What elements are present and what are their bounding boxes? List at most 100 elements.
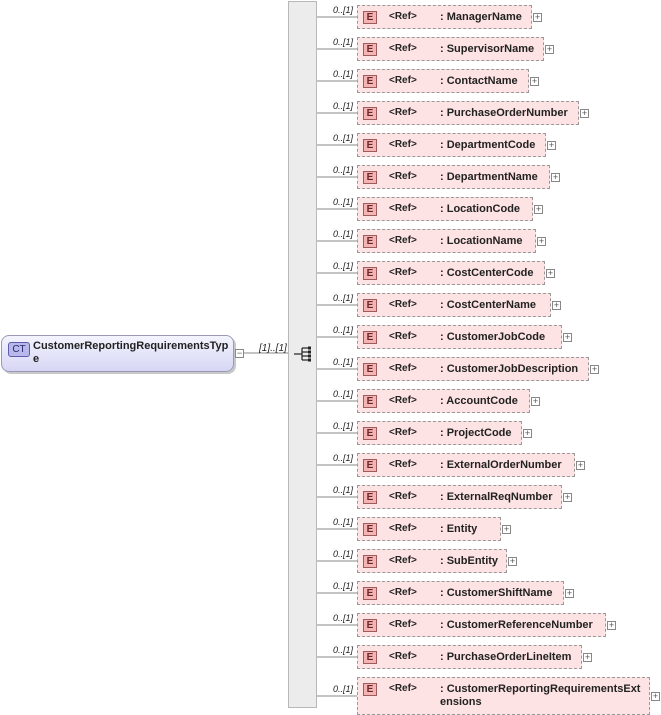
element-cardinality: 0..[1] [333,293,354,303]
element-ref-label: <Ref> [389,523,417,534]
element-cardinality: 0..[1] [333,684,354,694]
element-name: : CustomerShiftName [440,587,553,599]
element-name: : LocationCode [440,203,521,215]
element-name: : LocationName [440,235,523,247]
expand-icon[interactable]: + [590,364,599,374]
expand-icon[interactable]: + [551,172,560,182]
element-node[interactable]: E<Ref>: LocationCode [357,197,533,221]
element-node[interactable]: E<Ref>: AccountCode [357,389,530,413]
element-node[interactable]: E<Ref>: Entity [357,517,501,541]
element-name: : PurchaseOrderLineItem [440,651,572,663]
element-node[interactable]: E <Ref> : ExternalOrderNumber [357,453,575,477]
element-ref-label: <Ref> [389,555,417,566]
complex-type-badge: CT [8,342,30,357]
element-cardinality: 0..[1] [333,325,354,335]
expand-icon[interactable]: + [502,524,511,534]
element-cardinality: 0..[1] [333,101,354,111]
element-badge: E [363,363,377,376]
expand-icon[interactable]: + [547,140,556,150]
element-node[interactable]: E <Ref> : ContactName [357,69,529,93]
element-node[interactable]: E<Ref>: SupervisorName [357,37,544,61]
expand-icon[interactable]: + [552,300,561,310]
element-node[interactable]: E<Ref>: CostCenterName [357,293,551,317]
expand-icon[interactable]: + [576,460,585,470]
expand-icon[interactable]: + [565,588,574,598]
element-badge: E [363,203,377,216]
element-node[interactable]: E<Ref>: CustomerShiftName [357,581,564,605]
element-name: : DepartmentName [440,171,538,183]
element-name: : CustomerReportingRequirementsExtension… [440,683,641,708]
element-name: : ExternalOrderNumber [440,459,562,471]
expand-icon[interactable]: + [530,76,539,86]
expand-icon[interactable]: + [580,108,589,118]
expand-icon[interactable]: + [531,396,540,406]
element-ref-label: <Ref> [389,11,417,22]
element-ref-label: <Ref> [389,459,417,470]
expand-icon[interactable]: + [607,620,616,630]
element-ref-label: <Ref> [389,267,417,278]
element-ref-label: <Ref> [389,363,417,374]
complex-type-node[interactable]: CT CustomerReportingRequirementsType [1,335,234,372]
element-name: : Entity [440,523,478,535]
expand-icon[interactable]: + [583,652,592,662]
element-badge: E [363,427,377,440]
element-node[interactable]: E<Ref>: LocationName [357,229,536,253]
element-node[interactable]: E<Ref>: CustomerReportingRequirementsExt… [357,677,650,715]
element-node[interactable]: E <Ref> : CustomerJobDescription [357,357,589,381]
element-node[interactable]: E<Ref>: PurchaseOrderNumber [357,101,579,125]
element-node[interactable]: E<Ref>: CostCenterCode [357,261,545,285]
element-node[interactable]: E<Ref>: PurchaseOrderLineItem [357,645,582,669]
element-ref-label: <Ref> [389,43,417,54]
element-badge: E [363,75,377,88]
element-badge: E [363,395,377,408]
element-node[interactable]: E<Ref>: ManagerName [357,5,532,29]
element-cardinality: 0..[1] [333,645,354,655]
element-badge: E [363,107,377,120]
element-name: : ContactName [440,75,518,87]
element-cardinality: 0..[1] [333,133,354,143]
expand-icon[interactable]: + [533,12,542,22]
element-name: : ProjectCode [440,427,512,439]
element-ref-label: <Ref> [389,299,417,310]
element-node[interactable]: E<Ref>: DepartmentCode [357,133,546,157]
element-badge: E [363,459,377,472]
element-badge: E [363,587,377,600]
element-badge: E [363,683,377,696]
element-node[interactable]: E <Ref> : DepartmentName [357,165,550,189]
element-ref-label: <Ref> [389,331,417,342]
expand-icon[interactable]: + [563,332,572,342]
expand-icon[interactable]: + [508,556,517,566]
element-ref-label: <Ref> [389,75,417,86]
element-name: : CustomerJobDescription [440,363,579,375]
element-node[interactable]: E<Ref>: ExternalReqNumber [357,485,562,509]
element-name: : CostCenterName [440,299,536,311]
element-name: : SupervisorName [440,43,535,55]
element-cardinality: 0..[1] [333,197,354,207]
element-badge: E [363,651,377,664]
element-cardinality: 0..[1] [333,5,354,15]
element-node[interactable]: E<Ref>: CustomerJobCode [357,325,562,349]
element-node[interactable]: E<Ref>: CustomerReferenceNumber [357,613,606,637]
element-name: : CostCenterCode [440,267,534,279]
expand-icon[interactable]: + [563,492,572,502]
element-node[interactable]: E<Ref>: SubEntity [357,549,507,573]
element-node[interactable]: E<Ref>: ProjectCode [357,421,522,445]
element-ref-label: <Ref> [389,619,417,630]
collapse-icon[interactable]: − [235,348,244,358]
expand-icon[interactable]: + [545,44,554,54]
expand-icon[interactable]: + [651,691,660,701]
expand-icon[interactable]: + [523,428,532,438]
element-cardinality: 0..[1] [333,581,354,591]
element-ref-label: <Ref> [389,171,417,182]
element-badge: E [363,139,377,152]
expand-icon[interactable]: + [546,268,555,278]
element-badge: E [363,171,377,184]
element-name: : AccountCode [440,395,518,407]
expand-icon[interactable]: + [537,236,546,246]
element-cardinality: 0..[1] [333,69,354,79]
expand-icon[interactable]: + [534,204,543,214]
element-badge: E [363,331,377,344]
element-cardinality: 0..[1] [333,165,354,175]
element-badge: E [363,235,377,248]
